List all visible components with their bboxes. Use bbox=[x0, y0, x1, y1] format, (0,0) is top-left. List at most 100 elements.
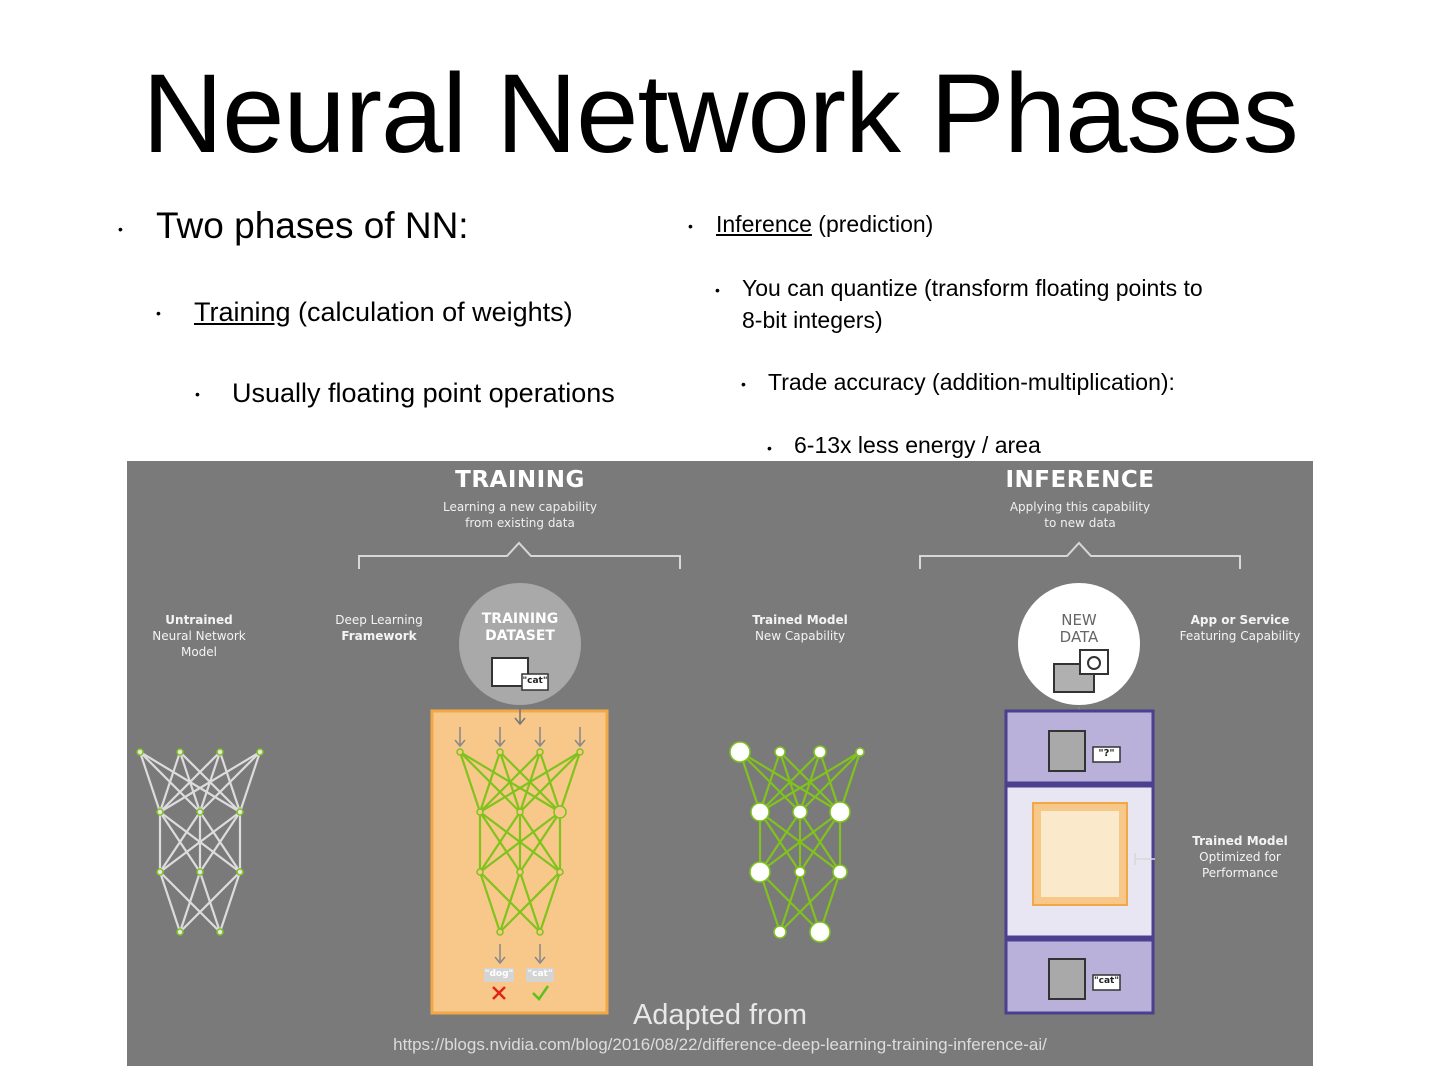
untrained-label-3: Model bbox=[180, 645, 218, 659]
optimized-pointer bbox=[1134, 853, 1155, 865]
optimized-label-2: Optimized for bbox=[1199, 850, 1281, 864]
network-node bbox=[456, 748, 464, 756]
network-node bbox=[750, 802, 770, 822]
dl-label-1: Deep Learning bbox=[335, 613, 423, 627]
cross-icon bbox=[492, 986, 506, 1000]
network-edge bbox=[778, 871, 802, 933]
network-edge bbox=[159, 751, 221, 813]
network-node bbox=[176, 928, 184, 936]
network-edge bbox=[199, 811, 241, 873]
network-node bbox=[236, 808, 244, 816]
network-edge bbox=[479, 751, 581, 813]
optimized-label-3: Performance bbox=[1201, 866, 1279, 880]
network-edge bbox=[199, 751, 261, 813]
question-tag: "?" bbox=[1098, 748, 1115, 759]
training-inference-figure: TRAINING Learning a new capability from … bbox=[127, 461, 1313, 1066]
dataset-label-1: TRAINING bbox=[481, 611, 559, 627]
inference-header: INFERENCE bbox=[1005, 467, 1155, 493]
question-photo-icon bbox=[1048, 730, 1086, 772]
caption-source-url: https://blogs.nvidia.com/blog/2016/08/22… bbox=[393, 1035, 1047, 1054]
network-edge bbox=[799, 811, 841, 873]
network-edge bbox=[179, 871, 241, 933]
network-node bbox=[576, 748, 584, 756]
trained-label-1: Trained Model bbox=[752, 613, 848, 627]
network-node bbox=[136, 748, 144, 756]
network-edge bbox=[759, 811, 841, 873]
network-node bbox=[476, 868, 484, 876]
network-node bbox=[516, 808, 524, 816]
network-node bbox=[476, 808, 484, 816]
network-node bbox=[813, 745, 827, 759]
dl-label-2: Framework bbox=[341, 629, 417, 643]
camera-icon bbox=[1079, 649, 1109, 675]
network-edge bbox=[519, 811, 561, 873]
cat-output-tag-box bbox=[526, 968, 554, 982]
network-edge bbox=[159, 811, 241, 873]
network-node bbox=[832, 864, 848, 880]
bullet-dot: • bbox=[688, 218, 693, 234]
network-node bbox=[196, 868, 204, 876]
network-node bbox=[809, 921, 831, 943]
trained-network bbox=[729, 741, 865, 943]
network-node bbox=[496, 928, 504, 936]
inference-subtitle-1: Applying this capability bbox=[1009, 500, 1151, 514]
training-subtitle-2: from existing data bbox=[465, 516, 575, 530]
network-edge bbox=[159, 751, 261, 813]
check-icon bbox=[532, 985, 550, 1001]
optimized-label-1: Trained Model bbox=[1192, 834, 1288, 848]
network-node bbox=[196, 808, 204, 816]
network-node bbox=[156, 808, 164, 816]
bullet-training: Training (calculation of weights) bbox=[194, 297, 573, 328]
inference-term: Inference bbox=[716, 211, 812, 237]
network-edge bbox=[479, 811, 521, 873]
bullet-inference: Inference (prediction) bbox=[716, 211, 933, 238]
training-brace bbox=[358, 541, 681, 569]
network-edge bbox=[499, 871, 561, 933]
network-edge bbox=[558, 751, 582, 813]
untrained-label-1: Untrained bbox=[165, 613, 233, 627]
network-edge bbox=[519, 751, 581, 813]
training-term: Training bbox=[194, 297, 291, 327]
new-data-label-1: NEW bbox=[1061, 611, 1097, 629]
network-edge bbox=[538, 871, 562, 933]
bullet-dot: • bbox=[767, 440, 772, 456]
network-edge bbox=[479, 751, 541, 813]
network-node bbox=[794, 866, 806, 878]
network-node bbox=[536, 928, 544, 936]
caption-adapted-from: Adapted from bbox=[632, 999, 808, 1031]
untrained-network bbox=[136, 748, 264, 936]
cat-result-tag: "cat" bbox=[1093, 976, 1120, 986]
network-edge bbox=[478, 751, 502, 813]
slide-title: Neural Network Phases bbox=[142, 51, 1299, 176]
bullet-dot: • bbox=[156, 305, 161, 321]
bullet-dot: • bbox=[715, 282, 720, 298]
bullet-quantize-line1: You can quantize (transform floating poi… bbox=[742, 275, 1203, 301]
dataset-cat-tag: "cat" bbox=[522, 676, 548, 686]
network-edge bbox=[159, 811, 201, 873]
dog-output-tag: "dog" bbox=[484, 969, 514, 979]
network-edge bbox=[479, 811, 561, 873]
dog-tag-box bbox=[484, 968, 514, 982]
cat-result-tag-box bbox=[1092, 974, 1121, 991]
network-edge bbox=[238, 751, 262, 813]
network-edge bbox=[178, 871, 202, 933]
network-node bbox=[773, 925, 787, 939]
network-edge bbox=[779, 871, 841, 933]
network-edge bbox=[759, 751, 861, 813]
inference-brace bbox=[919, 541, 1241, 569]
network-edge bbox=[758, 751, 782, 813]
bullet-trade-accuracy: Trade accuracy (addition-multiplication)… bbox=[768, 369, 1175, 395]
question-tag-box bbox=[1092, 746, 1121, 763]
training-dataset-circle bbox=[459, 583, 581, 705]
network-edge bbox=[759, 751, 821, 813]
network-node bbox=[792, 804, 808, 820]
figure-graphics bbox=[136, 541, 1241, 1015]
training-desc: (calculation of weights) bbox=[290, 297, 573, 327]
network-node bbox=[729, 741, 751, 763]
network-node bbox=[829, 801, 851, 823]
network-node bbox=[496, 748, 504, 756]
network-edge bbox=[138, 751, 162, 813]
network-node bbox=[216, 928, 224, 936]
cat-tag-box bbox=[521, 673, 549, 691]
training-subtitle-1: Learning a new capability bbox=[442, 500, 598, 514]
